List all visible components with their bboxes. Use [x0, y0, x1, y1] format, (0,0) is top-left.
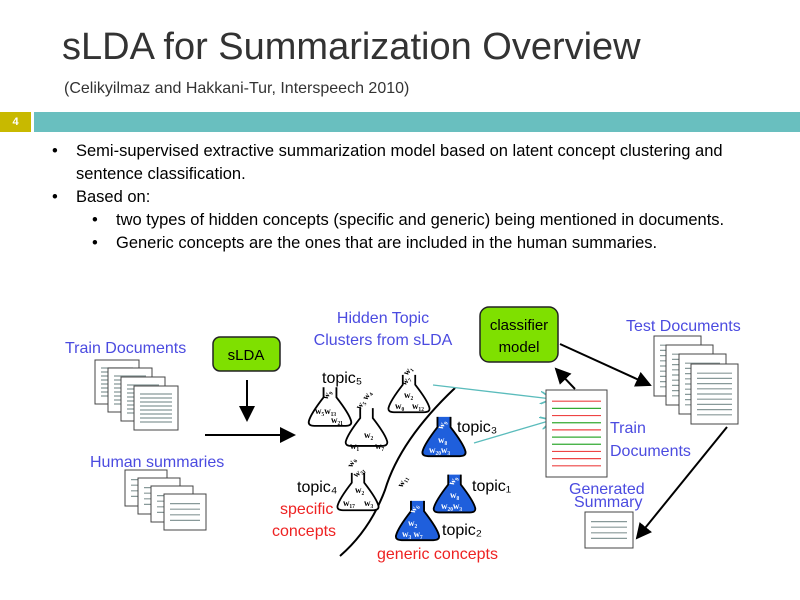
- topic-word: w₂₁: [331, 415, 343, 425]
- topic-label: topic₁: [472, 478, 511, 495]
- slda-label: sLDA: [228, 347, 265, 364]
- train-docs-label: Documents: [610, 443, 691, 460]
- topic-word: w₁₇: [343, 498, 355, 508]
- topic-word: w₀: [395, 401, 404, 411]
- generic-concepts-label: generic concepts: [377, 546, 498, 563]
- topic-word: w₃ w₇: [402, 529, 423, 539]
- train-documents-stack-icon: [94, 359, 179, 431]
- bullet-item: Based on:: [52, 186, 782, 209]
- slda-box: [212, 336, 281, 372]
- topic-word: w₈: [438, 435, 447, 445]
- document-page: [584, 511, 634, 549]
- human-summaries-label: Human summaries: [90, 454, 224, 471]
- specific-concepts-label: specific: [280, 501, 333, 518]
- test-documents-label: Test Documents: [626, 318, 741, 335]
- topic-word: w₁₂: [412, 401, 424, 411]
- topic-word: w₅w₁₃: [315, 406, 336, 416]
- slide-title: sLDA for Summarization Overview: [62, 26, 641, 68]
- document-page: [133, 385, 179, 431]
- human-summaries-stack-icon: [124, 469, 207, 531]
- document-page: [545, 389, 608, 478]
- train-documents-label: Train Documents: [65, 340, 186, 357]
- concept-separator-line: [339, 387, 456, 557]
- arrow-to-classifier: [554, 367, 576, 390]
- topic-word: w₂: [364, 430, 373, 440]
- classifier-label: classifier: [490, 317, 548, 334]
- topic-label: topic₂: [442, 522, 482, 539]
- topic-word: w₂₀w₃: [441, 501, 462, 511]
- topic-label: topic₃: [457, 419, 497, 436]
- topic-word: w₂: [404, 390, 413, 400]
- topic-word: w₁₁: [395, 473, 410, 489]
- test-documents-stack-icon: [653, 335, 739, 425]
- topic-word: w₂: [408, 518, 417, 528]
- generated-summary-label: Generated: [569, 481, 645, 498]
- topic-word: w₃: [364, 498, 373, 508]
- train-document-icon: [545, 389, 608, 478]
- topic-word: w₀: [345, 456, 358, 469]
- topic-word: w₇: [375, 441, 384, 451]
- topic-word: w₂₀w₃: [429, 445, 450, 455]
- arrow-to-test-docs: [559, 343, 652, 387]
- slide-subtitle: (Celikyilmaz and Hakkani-Tur, Interspeec…: [64, 80, 410, 97]
- specific-concepts-label: concepts: [272, 523, 336, 540]
- sub-bullet-item: two types of hidden concepts (specific a…: [92, 209, 782, 232]
- sub-bullet-item: Generic concepts are the ones that are i…: [92, 232, 782, 255]
- generated-summary-icon: [584, 511, 634, 549]
- topic-label: topic₅: [322, 370, 362, 387]
- arrow-to-summary: [635, 426, 728, 540]
- link-arrow: [432, 384, 552, 399]
- header-bar: [34, 112, 800, 132]
- document-page: [163, 493, 207, 531]
- classifier-model-box: [479, 306, 559, 363]
- train-docs-label: Train: [610, 420, 646, 437]
- bullet-list: Semi-supervised extractive summarization…: [52, 140, 782, 255]
- slide-number: 4: [0, 112, 31, 132]
- classifier-label: model: [499, 339, 540, 356]
- topic-word: w₁: [350, 441, 359, 451]
- bullet-item: Semi-supervised extractive summarization…: [52, 140, 782, 186]
- generated-summary-label: Summary: [574, 494, 642, 511]
- topic-word: w₈: [450, 490, 459, 500]
- hidden-topic-label: Clusters from sLDA: [314, 332, 453, 349]
- topic-word: w₅ w₄: [353, 388, 373, 411]
- link-arrow: [473, 420, 552, 444]
- topic-label: topic₄: [297, 479, 337, 496]
- hidden-topic-label: Hidden Topic: [337, 310, 429, 327]
- topic-word: w₂: [355, 485, 364, 495]
